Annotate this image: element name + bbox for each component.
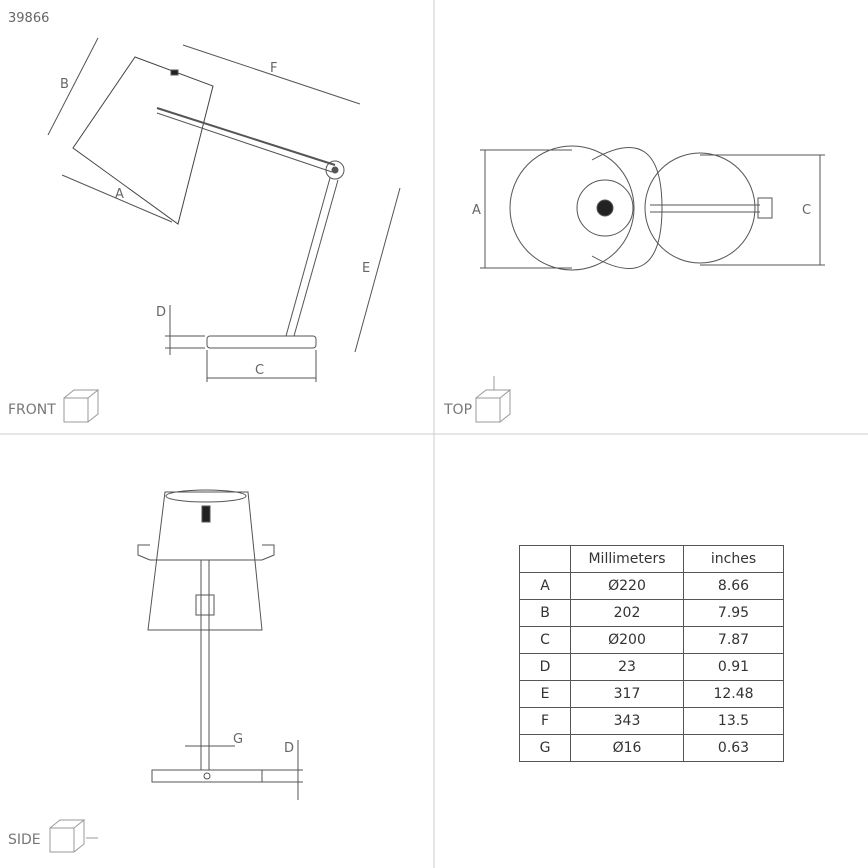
cell-key: B: [519, 599, 571, 627]
cell-mm: Ø200: [570, 626, 684, 654]
label-a: A: [472, 203, 481, 218]
cell-mm: 202: [570, 599, 684, 627]
view-label-side: SIDE: [8, 832, 41, 848]
header-millimeters: Millimeters: [570, 545, 684, 573]
cell-key: G: [519, 734, 571, 762]
cell-in: 13.5: [683, 707, 784, 735]
cell-mm: 23: [570, 653, 684, 681]
cell-key: D: [519, 653, 571, 681]
cube-icon: [475, 376, 512, 423]
cell-mm: 317: [570, 680, 684, 708]
label-a: A: [115, 187, 124, 202]
label-b: B: [60, 77, 69, 92]
label-c: C: [255, 363, 264, 378]
cell-in: 7.87: [683, 626, 784, 654]
front-view: F E A B C D FRONT: [8, 37, 401, 423]
header-inches: inches: [683, 545, 784, 573]
label-f: F: [270, 61, 277, 76]
cell-in: 7.95: [683, 599, 784, 627]
label-c: C: [802, 203, 811, 218]
cell-key: C: [519, 626, 571, 654]
cell-key: E: [519, 680, 571, 708]
cell-in: 12.48: [683, 680, 784, 708]
view-label-front: FRONT: [8, 402, 56, 418]
label-d: D: [284, 741, 294, 756]
cell-mm: Ø16: [570, 734, 684, 762]
cell-in: 0.91: [683, 653, 784, 681]
cell-mm: Ø220: [570, 572, 684, 600]
product-code: 39866: [8, 11, 49, 26]
cell-in: 0.63: [683, 734, 784, 762]
cell-key: F: [519, 707, 571, 735]
label-g: G: [233, 732, 243, 747]
label-e: E: [362, 261, 370, 276]
cube-icon: [49, 819, 98, 853]
cell-key: A: [519, 572, 571, 600]
cell-in: 8.66: [683, 572, 784, 600]
table-header: Millimeters inches: [519, 545, 784, 573]
view-label-top: TOP: [443, 402, 472, 418]
header-cell: [519, 545, 571, 573]
cell-mm: 343: [570, 707, 684, 735]
label-d: D: [156, 305, 166, 320]
cube-icon: [63, 389, 100, 423]
side-view: G D SIDE: [8, 489, 303, 853]
top-view: A C TOP: [443, 145, 825, 423]
